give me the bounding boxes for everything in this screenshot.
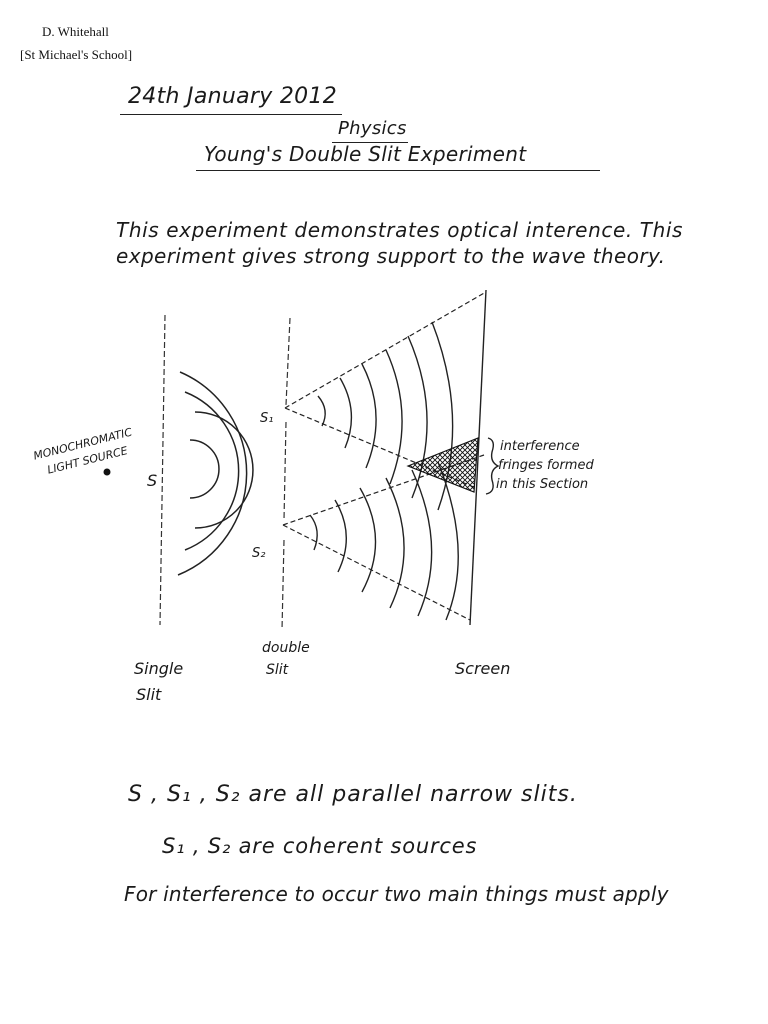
single-slit-barrier [159, 314, 166, 626]
fringes-label-3: in this Section [496, 477, 588, 492]
single-slit-label-1: Single [134, 659, 183, 678]
double-slit-barrier-middle [283, 421, 287, 521]
double-slit-label-1: double [262, 640, 310, 656]
fringes-brace [485, 437, 500, 495]
subject-underline [332, 142, 408, 143]
s2-wavefronts [309, 461, 459, 621]
single-slit-label-2: Slit [136, 685, 162, 704]
slit-s-label: S [147, 471, 157, 490]
date-heading: 24th January 2012 [128, 84, 338, 109]
double-slit-barrier-bottom [281, 539, 285, 631]
notes-line-2: S₁ , S₂ are coherent sources [162, 834, 478, 858]
subject-heading: Physics [338, 118, 407, 139]
intro-line-1: This experiment demonstrates optical int… [116, 218, 684, 242]
page-title: Young's Double Slit Experiment [204, 142, 527, 166]
s1-wavefronts [317, 321, 454, 511]
fringes-label-1: interference [500, 439, 580, 454]
screen-line [469, 289, 487, 626]
author-name: D. Whitehall [42, 24, 109, 39]
notes-line-3: For interference to occur two main thing… [124, 882, 669, 906]
light-source-dot [103, 468, 111, 476]
double-slit-barrier-top [285, 317, 291, 406]
notes-line-1: S , S₁ , S₂ are all parallel narrow slit… [128, 782, 578, 807]
intro-line-2: experiment gives strong support to the w… [116, 244, 666, 268]
slit-s2-label: S₂ [252, 546, 265, 561]
double-slit-diagram: MONOCHROMATIC LIGHT SOURCE S S₁ S₂ inter… [32, 289, 594, 704]
screen-label: Screen [455, 659, 510, 678]
single-slit-wavefronts [177, 371, 254, 576]
interference-region [406, 437, 479, 493]
school-name: [St Michael's School] [20, 47, 133, 62]
double-slit-label-2: Slit [266, 662, 289, 678]
fringes-label-2: fringes formed [498, 458, 594, 473]
slit-s1-label: S₁ [260, 411, 273, 426]
title-underline [196, 170, 600, 171]
date-underline [120, 114, 342, 115]
